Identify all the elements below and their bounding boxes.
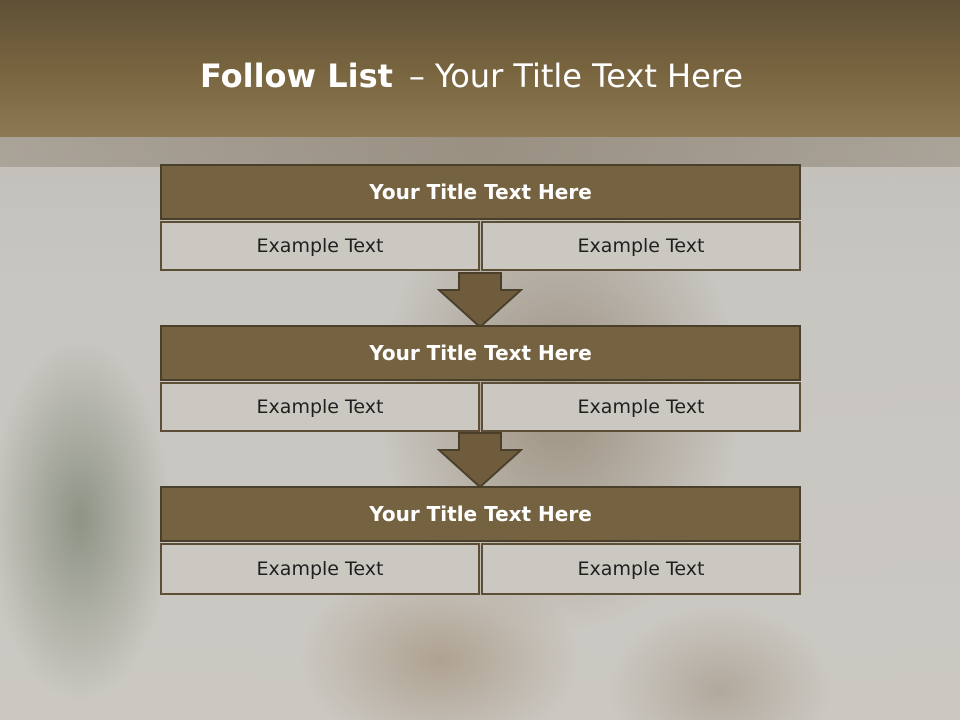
background-band xyxy=(0,137,960,167)
slide-title: Follow List–Your Title Text Here xyxy=(0,52,943,100)
step-block-3: Your Title Text Here Example Text Exampl… xyxy=(160,486,801,595)
step-cell-right: Example Text xyxy=(481,543,801,595)
step-row: Example Text Example Text xyxy=(160,543,801,595)
slide-title-separator: – xyxy=(408,57,425,95)
slide-title-rest: Your Title Text Here xyxy=(434,57,743,95)
step-row: Example Text Example Text xyxy=(160,221,801,271)
step-cell-right: Example Text xyxy=(481,221,801,271)
step-block-1: Your Title Text Here Example Text Exampl… xyxy=(160,164,801,271)
step-cell-left: Example Text xyxy=(160,221,480,271)
slide-title-bold: Follow List xyxy=(200,57,393,95)
down-arrow-icon xyxy=(437,272,523,328)
step-title: Your Title Text Here xyxy=(160,325,801,381)
step-block-2: Your Title Text Here Example Text Exampl… xyxy=(160,325,801,432)
title-bar: Follow List–Your Title Text Here xyxy=(0,0,960,137)
step-title: Your Title Text Here xyxy=(160,486,801,542)
step-row: Example Text Example Text xyxy=(160,382,801,432)
step-cell-left: Example Text xyxy=(160,382,480,432)
step-title: Your Title Text Here xyxy=(160,164,801,220)
down-arrow-icon xyxy=(437,432,523,488)
step-cell-right: Example Text xyxy=(481,382,801,432)
step-cell-left: Example Text xyxy=(160,543,480,595)
